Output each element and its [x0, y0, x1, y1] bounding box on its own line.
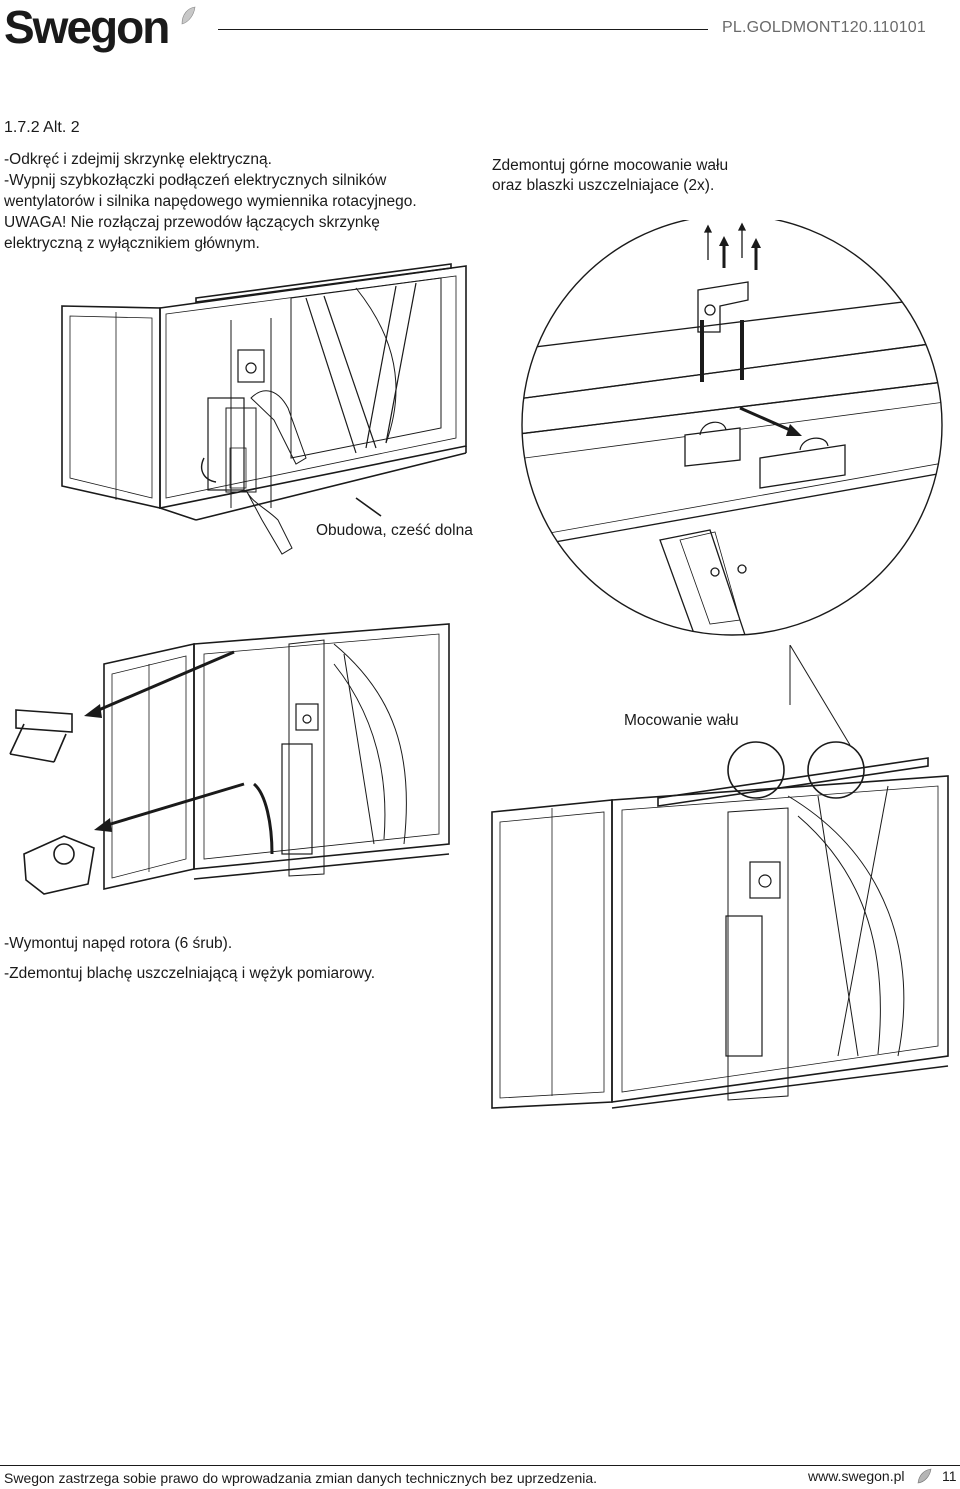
instruction-line: -Odkręć i zdejmij skrzynkę elektryczną.: [4, 151, 272, 168]
instruction-line: -Wypnij szybkozłączki podłączeń elektryc…: [4, 172, 387, 189]
leaf-icon: [917, 1468, 932, 1484]
instruction-line: -Wymontuj napęd rotora (6 śrub).: [4, 935, 233, 952]
instruction-line: -Zdemontuj blachę uszczelniającą i wężyk…: [4, 965, 376, 982]
instructions-bottom: -Wymontuj napęd rotora (6 śrub). -Zdemon…: [4, 929, 375, 989]
instruction-line: oraz blaszki uszczelniajace (2x).: [492, 177, 715, 194]
unit-illustration-drive-removal: [9, 623, 450, 895]
label-shaft-mount: Mocowanie wału: [624, 712, 739, 730]
unit-illustration-electrical-box: [61, 263, 467, 555]
footer-disclaimer: Swegon zastrzega sobie prawo do wprowadz…: [4, 1470, 598, 1486]
page-number: 11: [942, 1468, 957, 1484]
leaf-icon: [181, 6, 196, 25]
instructions-right: Zdemontuj górne mocowanie wału oraz blas…: [492, 156, 792, 196]
section-title: 1.7.2 Alt. 2: [4, 119, 80, 136]
unit-illustration-shaft-mount: [491, 741, 949, 1109]
shaft-mount-detail-view: [521, 220, 943, 636]
label-housing-lower: Obudowa, cześć dolna: [316, 522, 473, 540]
instruction-line: UWAGA! Nie rozłączaj przewodów łączących…: [4, 214, 380, 231]
instructions-top: -Odkręć i zdejmij skrzynkę elektryczną. …: [4, 149, 474, 254]
header-rule: [218, 29, 708, 30]
footer-website-link[interactable]: www.swegon.pl: [808, 1468, 905, 1484]
footer-rule: [0, 1465, 960, 1466]
document-code: PL.GOLDMONT120.110101: [722, 19, 927, 36]
instruction-line: Zdemontuj górne mocowanie wału: [492, 157, 729, 174]
instruction-line: wentylatorów i silnika napędowego wymien…: [4, 193, 417, 210]
shaft-mount-leader-lines: [789, 645, 851, 746]
swegon-logo: Swegon: [4, 1, 170, 53]
instruction-line: elektryczną z wyłącznikiem głównym.: [4, 235, 260, 252]
